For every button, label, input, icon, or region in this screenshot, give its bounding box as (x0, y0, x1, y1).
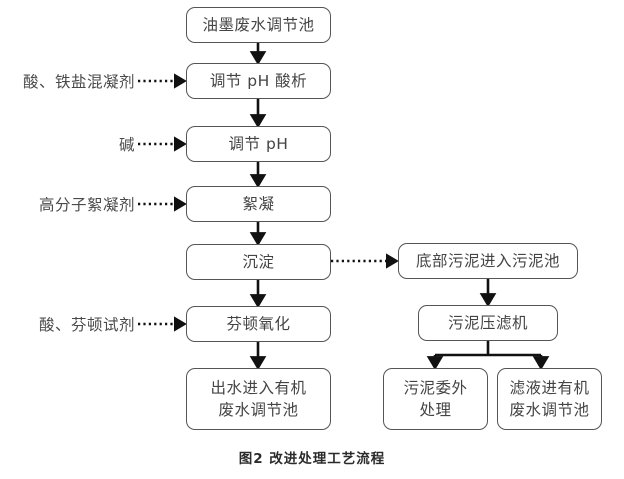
reagent-label-r1: 酸、铁盐混凝剂 (22, 73, 135, 91)
process-node-n6: 芬顿氧化 (186, 306, 331, 342)
reagent-dotted-arrows (138, 73, 187, 332)
process-node-n7: 出水进入有机 废水调节池 (186, 368, 331, 430)
figure-caption: 图2 改进处理工艺流程 (238, 451, 386, 467)
process-node-n1: 油墨废水调节池 (186, 7, 331, 43)
sludge-node-s4: 滤液进有机 废水调节池 (497, 368, 602, 430)
reagent-label-r3: 高分子絮凝剂 (38, 196, 135, 214)
sludge-node-s1: 底部污泥进入污泥池 (398, 243, 578, 279)
sludge-node-s3: 污泥委外 处理 (383, 368, 488, 430)
split-arrows (426, 341, 550, 371)
process-node-n4: 絮凝 (186, 186, 331, 222)
process-node-n5: 沉淀 (186, 244, 331, 280)
process-node-n2: 调节 pH 酸析 (186, 63, 331, 99)
reagent-label-r2: 碱 (118, 136, 135, 154)
sludge-node-s2: 污泥压滤机 (418, 305, 558, 341)
process-node-n3: 调节 pH (186, 126, 331, 162)
reagent-label-r4: 酸、芬顿试剂 (38, 316, 135, 334)
